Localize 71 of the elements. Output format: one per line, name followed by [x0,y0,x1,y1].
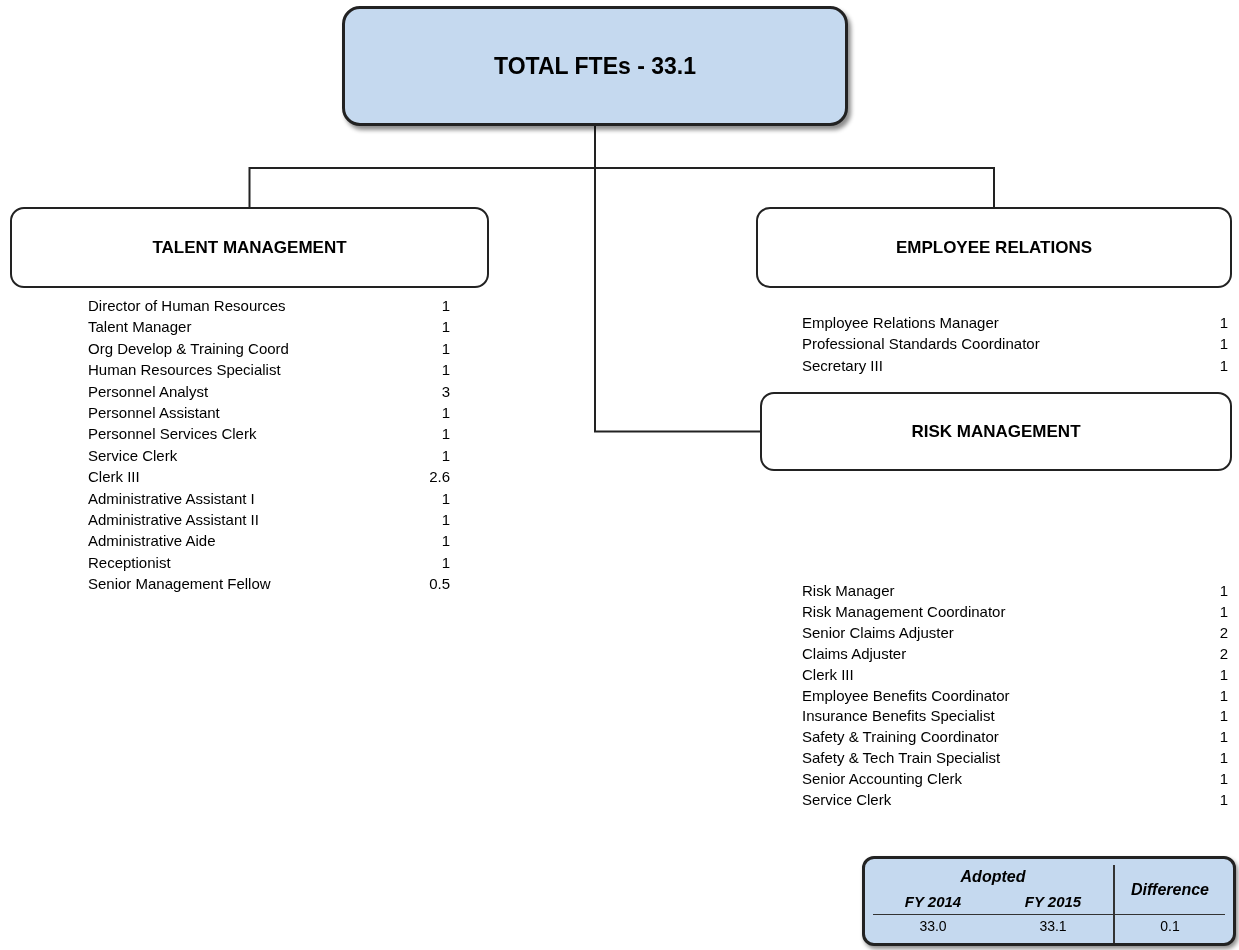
table-header: Difference [1113,865,1225,915]
fte-count: 1 [1218,334,1228,355]
position-title: Talent Manager [88,317,192,338]
fte-count: 1 [1218,313,1228,333]
fte-count: 1 [440,445,450,466]
fte-count: 1 [440,360,450,381]
position-title: Personnel Assistant [88,403,220,423]
fte-count: 1 [1218,664,1228,685]
position-title: Safety & Tech Train Specialist [802,748,1001,769]
department-box [10,207,489,288]
position-title: Administrative Assistant I [88,488,255,509]
box-title: RISK MANAGEMENT [911,420,1081,443]
table-header: FY 2014 [873,891,993,915]
position-title: Clerk III [802,664,854,685]
fte-count: 1 [440,317,450,338]
position-title: Senior Claims Adjuster [802,622,954,643]
position-title: Service Clerk [802,790,892,810]
position-title: Administrative Aide [88,531,216,552]
fte-count: 1 [440,510,450,530]
fte-count: 1 [440,403,450,423]
fte-count: 1 [1218,601,1228,622]
position-title: Personnel Services Clerk [88,424,257,445]
position-title: Senior Management Fellow [88,574,271,595]
fte-count: 2 [1218,622,1228,643]
fte-count: 1 [1218,355,1228,376]
position-title: Secretary III [802,355,883,376]
fte-count: 1 [1218,706,1228,727]
fte-count: 2.6 [428,467,450,488]
department-box [760,392,1232,471]
fte-count: 1 [1218,727,1228,748]
table-cell-text: 33.1 [1038,917,1068,936]
position-title: Human Resources Specialist [88,360,281,381]
department-box [756,207,1232,288]
position-title: Administrative Assistant II [88,510,259,530]
position-title: Org Develop & Training Coord [88,338,289,359]
fte-count: 1 [1218,769,1228,790]
position-title: Risk Manager [802,581,895,601]
position-title: Senior Accounting Clerk [802,769,963,790]
fte-count: 1 [440,338,450,359]
position-title: Employee Benefits Coordinator [802,685,1010,706]
fte-count: 1 [1218,685,1228,706]
position-title: Professional Standards Coordinator [802,334,1040,355]
position-title: Employee Relations Manager [802,313,999,333]
total-box [342,6,848,126]
table-cell: 0.1 [1113,915,1225,943]
position-title: Claims Adjuster [802,643,907,664]
table-header: Adopted [959,867,1027,887]
fte-count: 1 [1218,748,1228,769]
box-title: EMPLOYEE RELATIONS [895,236,1093,259]
position-title: Risk Management Coordinator [802,601,1006,622]
fte-count: 1 [440,531,450,552]
box-title: TALENT MANAGEMENT [152,236,347,259]
fte-count: 2 [1218,643,1228,664]
position-title: Insurance Benefits Specialist [802,706,995,727]
fte-count: 0.5 [428,574,450,595]
position-title: Clerk III [88,467,140,488]
table-cell-text: 33.0 [918,917,948,936]
position-title: Safety & Training Coordinator [802,727,999,748]
fte-count: 1 [440,552,450,573]
position-title: Receptionist [88,552,171,573]
fte-count: 1 [440,424,450,445]
fte-count: 1 [1218,790,1228,810]
position-title: Director of Human Resources [88,296,286,316]
position-title: Service Clerk [88,445,178,466]
fte-count: 3 [440,381,450,402]
fte-count: 1 [1218,581,1228,601]
box-title: TOTAL FTEs - 33.1 [494,51,696,81]
fte-count: 1 [440,488,450,509]
table-header: FY 2015 [993,891,1113,915]
position-title: Personnel Analyst [88,381,209,402]
fte-count: 1 [440,296,450,316]
